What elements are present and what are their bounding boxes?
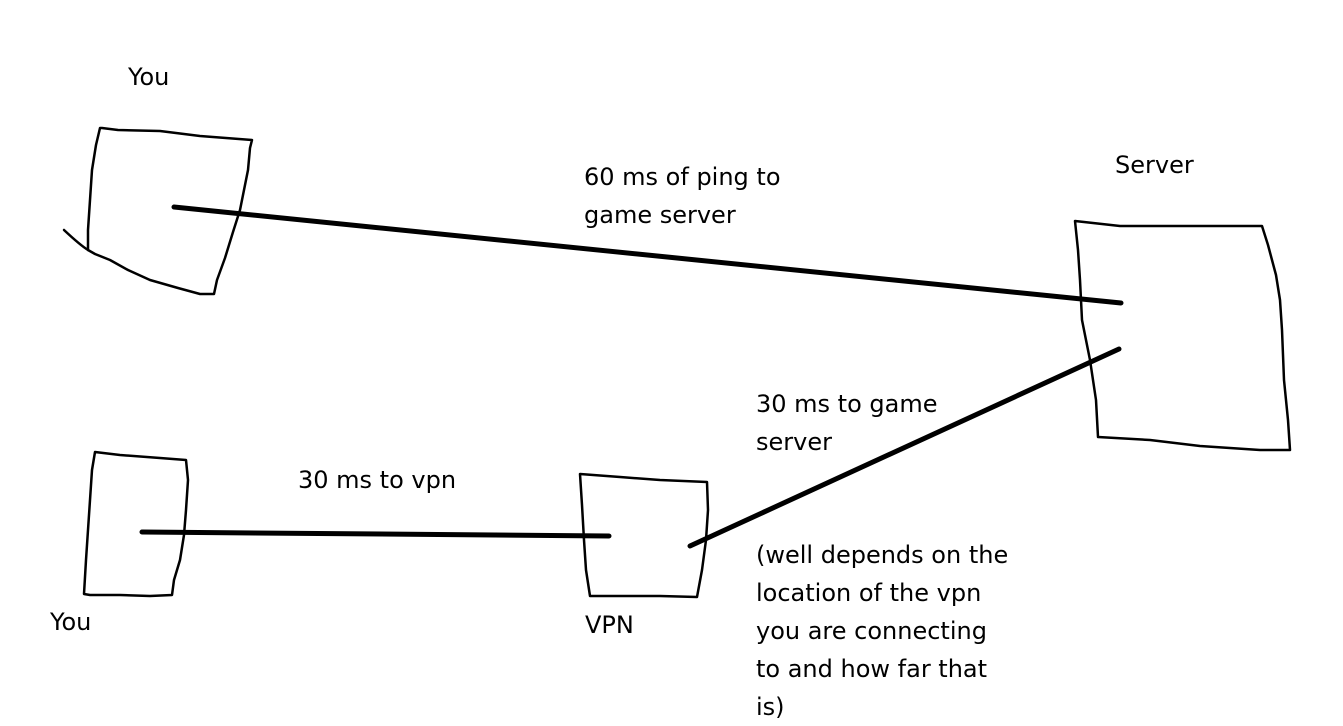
server-box	[1073, 219, 1292, 452]
top-link-label: 60 ms of ping to game server	[584, 158, 781, 234]
top-you-box-stray-curve	[62, 228, 90, 252]
server-label: Server	[1115, 151, 1194, 179]
vpn-note-line-3: you are connecting	[756, 617, 987, 645]
vpn-box	[578, 472, 710, 599]
bottom-you-label: You	[50, 608, 92, 636]
vpn-note: (well depends on the location of the vpn…	[756, 536, 1008, 726]
vpn-server-link-label-line-1: 30 ms to game	[756, 390, 938, 418]
bottom-link-vpn-to-server	[687, 346, 1122, 549]
top-you-box	[86, 126, 254, 296]
vpn-note-line-5: is)	[756, 693, 785, 721]
vpn-label: VPN	[585, 611, 634, 639]
bottom-link-you-to-vpn	[139, 529, 612, 539]
top-you-label: You	[128, 63, 170, 91]
bottom-you-box	[82, 450, 190, 598]
vpn-server-link-label: 30 ms to game server	[756, 385, 938, 461]
vpn-note-line-1: (well depends on the	[756, 541, 1009, 569]
you-vpn-link-label: 30 ms to vpn	[298, 466, 457, 494]
vpn-note-line-2: location of the vpn	[756, 579, 982, 607]
top-link-label-line-2: game server	[584, 201, 736, 229]
vpn-note-line-4: to and how far that	[756, 655, 988, 683]
top-link-label-line-1: 60 ms of ping to	[584, 163, 781, 191]
vpn-server-link-label-line-2: server	[756, 428, 832, 456]
top-link-you-to-server	[171, 204, 1124, 306]
